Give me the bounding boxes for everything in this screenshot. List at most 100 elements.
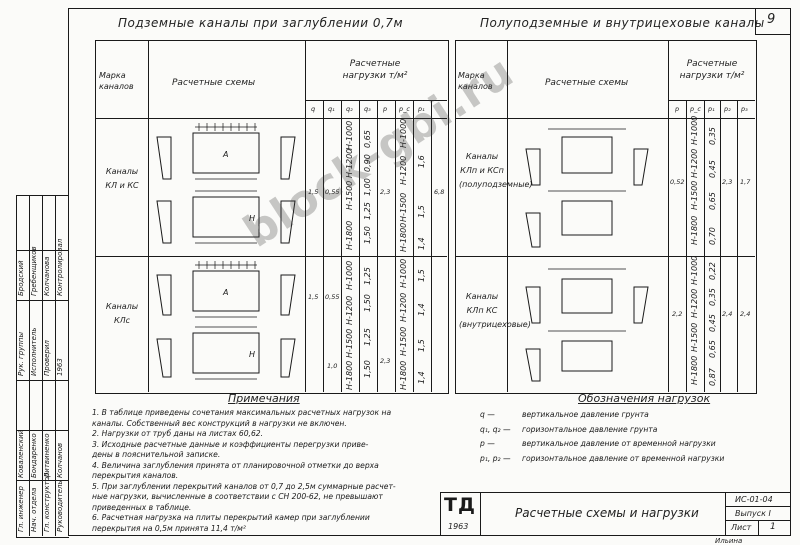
left-g2-pcv1: 1,4 (417, 303, 426, 316)
right-sub-p: p (675, 105, 680, 113)
right-header-mark: Марка каналов (458, 71, 493, 91)
note-line: 3. Исходные расчетные данные и коэффицие… (92, 439, 369, 449)
left-g1-h3: Н-1800 (345, 220, 354, 250)
sidebar-label: Проверил (43, 340, 51, 376)
left-g2-pc3: Н-1800 (399, 360, 408, 390)
sidebar-label: Рук. группы (17, 332, 25, 376)
stamp-sheet-label: Лист (731, 523, 752, 532)
right-g2-pc1: Н-1200 (690, 288, 699, 318)
sidebar-label: Нач. отдела (30, 487, 38, 532)
right-g2-pcv4: 0,87 (708, 368, 717, 386)
legend-list: q —вертикальное давление грунта q₁, q₂ —… (480, 410, 780, 468)
left-g1-v3: 1,25 (363, 202, 372, 220)
svg-text:H: H (249, 350, 255, 359)
sidebar-value: Коваленский (17, 429, 25, 478)
right-sub-pc: p_c (690, 105, 701, 113)
right-g2-pc3: Н-1800 (690, 355, 699, 385)
left-header-schemes: Расчетные схемы (172, 78, 256, 88)
left-g2-h3: Н-1800 (345, 360, 354, 390)
right-g2-pcv1: 0,35 (708, 288, 717, 306)
right-g1-pcv2: 0,65 (708, 192, 717, 210)
left-g1-pcv2: 1,4 (417, 237, 426, 250)
left-header-mark: Марка каналов (99, 71, 134, 91)
right-g1-pc1: Н-1200 (690, 148, 699, 178)
svg-text:A: A (222, 288, 228, 297)
left-header-loads: Расчетные нагрузки т/м² (342, 59, 408, 81)
right-section-title: Полуподземные и внутрицеховые каналы (480, 16, 765, 30)
right-g1-pc3: Н-1800 (690, 215, 699, 245)
legend-symbol: q₁, q₂ — (480, 424, 511, 434)
right-schemes-drawing (525, 128, 649, 382)
notes-list: 1. В таблице приведены сочетания максима… (92, 408, 452, 534)
left-g1-pc2: Н-1500 (399, 192, 408, 222)
sidebar-value: Контролировал (56, 238, 64, 296)
legend-title: Обозначения нагрузок (578, 392, 711, 405)
note-line: ные нагрузки, вычисленные в соответствии… (92, 492, 383, 501)
note-line: 4. Величина заглубления принята от плани… (92, 460, 379, 470)
left-g2-h1: Н-1200 (345, 295, 354, 325)
left-g2-mark: Каналы КЛс (105, 302, 139, 325)
svg-text:H: H (249, 214, 255, 223)
left-schemes-drawing: A H A H (156, 123, 296, 380)
right-g2-p: 2,2 (672, 310, 683, 318)
note-line: перекрытия на 0,5м принята 11,4 т/м² (92, 523, 246, 533)
left-g1-pc3: Н-1800 (399, 222, 408, 252)
left-g2-h2: Н-1500 (345, 328, 354, 358)
sidebar-value: Литвиненко (43, 433, 51, 478)
sidebar-label: 1963 (56, 358, 64, 376)
left-sub-p: p (383, 105, 388, 113)
left-sub-q1: q₁ (328, 105, 335, 113)
right-g2-p2: 2,4 (722, 310, 733, 318)
right-sub-p1: p₁ (708, 105, 715, 113)
right-header-schemes: Расчетные схемы (545, 78, 629, 88)
stamp-code: ИС-01-04 (735, 495, 773, 504)
footer-sign: Ильина (715, 537, 743, 545)
right-g1-pcv1: 0,45 (708, 160, 717, 178)
left-sub-pc: p_c (399, 105, 410, 113)
sheet-border-right (790, 8, 792, 536)
right-header-loads: Расчетные нагрузки т/м² (679, 59, 745, 81)
left-g1-q: 1,5 (308, 188, 319, 196)
left-g1-v4: 1,50 (363, 226, 372, 244)
left-g2-q1: 0,55 (325, 293, 340, 301)
left-g2-pcv3: 1,4 (417, 371, 426, 384)
note-line: приведенных в таблице. (92, 502, 192, 512)
left-g2-v0: 1,25 (363, 267, 372, 285)
legend-text: горизонтальное давление грунта (522, 424, 658, 434)
sidebar-value: Бродский (17, 260, 25, 296)
right-sub-p3: p₃ (741, 105, 748, 113)
sidebar-value: Бондаренко (30, 433, 38, 478)
legend-symbol: q — (480, 410, 495, 419)
left-g2-p: 2,3 (380, 357, 391, 365)
left-g2-pc2: Н-1500 (399, 326, 408, 356)
note-line: 5. При заглублении перекрытий каналов от… (92, 481, 396, 491)
right-g2-pcv2: 0,45 (708, 314, 717, 332)
legend-symbol: p — (480, 439, 495, 448)
left-g1-p: 2,3 (380, 188, 391, 196)
left-sub-q2: q₂ (346, 105, 353, 113)
note-line: 6. Расчетная нагрузка на плиты перекрыти… (92, 513, 370, 522)
left-sub-q: q (311, 105, 316, 113)
right-g2-pcv3: 0,65 (708, 340, 717, 358)
legend-text: вертикальное давление от временной нагру… (522, 439, 716, 448)
legend-item: q —вертикальное давление грунта (480, 410, 780, 421)
left-g2-pc1: Н-1200 (399, 292, 408, 322)
svg-text:A: A (222, 150, 228, 159)
note-line: 2. Нагрузки от труб даны на листах 60,62… (92, 429, 264, 438)
legend-symbol: p₁, p₂ — (480, 453, 511, 463)
page-number-box (755, 8, 791, 35)
left-g2-v3: 1,50 (363, 360, 372, 378)
sidebar-value: Колчанов (56, 442, 64, 478)
right-g1-p2: 2,3 (722, 178, 733, 186)
page-number: 9 (767, 12, 776, 27)
note-line: 1. В таблице приведены сочетания максима… (92, 408, 392, 417)
right-g1-p3: 1,7 (740, 178, 751, 186)
left-g2-pc0: Н-1000 (399, 258, 408, 288)
left-g2-v2: 1,25 (363, 328, 372, 346)
sidebar-label: Гл. конструктор (43, 472, 51, 532)
right-g1-pc0: Н-1000 (690, 115, 699, 145)
legend-item: p — вертикальное давление от временной на… (480, 439, 780, 450)
note-line: каналы. Собственный вес конструкций в на… (92, 418, 347, 428)
left-g2-pcv0: 1,5 (417, 269, 426, 282)
right-g2-pcv0: 0,22 (708, 262, 717, 280)
